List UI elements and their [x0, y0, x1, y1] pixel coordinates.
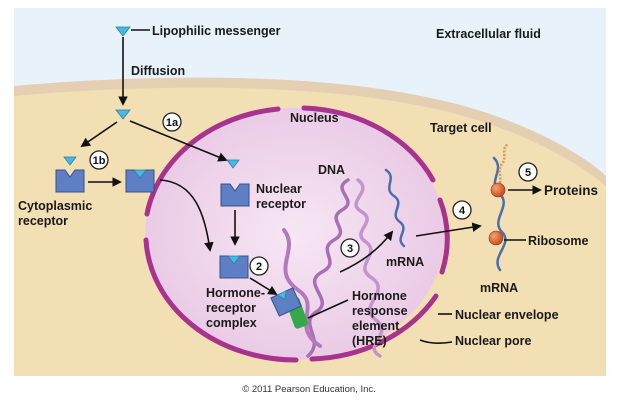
mrna-nucleus-label: mRNA: [386, 255, 424, 269]
arrow-to-complex: [159, 179, 214, 252]
copyright-text: © 2011 Pearson Education, Inc.: [242, 384, 376, 395]
nuclear-pore-label: Nuclear pore: [455, 334, 531, 348]
dna-double-helix: [282, 178, 384, 358]
nuclear-envelope-label: Nuclear envelope: [455, 308, 559, 322]
arrow-to-nuclear: [129, 120, 228, 162]
lipophilic-messenger-icon: [115, 26, 131, 37]
step-4-text: 4: [459, 205, 466, 217]
hre-label-3: element: [352, 319, 400, 333]
hrc-label-1: Hormone-: [206, 286, 265, 300]
bound-messenger-icon: [133, 169, 147, 179]
step-3-badge: [340, 238, 360, 258]
step-5-text: 5: [525, 167, 531, 179]
cytoplasmic-receptor-label-1: Cytoplasmic: [18, 199, 92, 213]
nuclear-pore-pointer-line: [419, 339, 453, 345]
hre-label-1: Hormone: [352, 289, 407, 303]
cytoplasmic-receptor-label-2: receptor: [18, 214, 68, 228]
step-1b-badge: [89, 150, 109, 170]
hrc-label-2: receptor: [206, 301, 256, 315]
hre-pointer-line: [307, 299, 349, 319]
nucleus: [145, 108, 445, 360]
complex-messenger-icon: [227, 255, 241, 265]
arrow-to-cytoplasmic: [80, 121, 118, 148]
mrna-nucleus-strand: [384, 168, 406, 248]
arrow-to-dna-binding: [249, 277, 278, 296]
nuclear-receptor-icon: [220, 183, 250, 207]
arrow-export: [415, 222, 482, 237]
nuclear-envelope: [143, 105, 450, 363]
step-1a-text: 1a: [166, 117, 179, 129]
nuclear-receptor-label-1: Nuclear: [256, 182, 302, 196]
hre-label-2: response: [352, 304, 408, 318]
dna-bound-complex-icon: [270, 287, 302, 317]
nuclear-receptor-label-2: receptor: [256, 197, 306, 211]
proteins-label: Proteins: [544, 183, 598, 198]
mrna-cytoplasm-label: mRNA: [480, 281, 518, 295]
step-1b-text: 1b: [93, 155, 106, 167]
hrc-label-3: complex: [206, 316, 257, 330]
step-2-text: 2: [256, 261, 262, 273]
messenger-free-icon: [63, 156, 77, 166]
target-cell-label: Target cell: [430, 121, 492, 135]
mrna-cytoplasm-strand: [492, 156, 507, 272]
cytoplasmic-receptor-icon: [55, 169, 85, 193]
nuclear-messenger-icon: [226, 159, 240, 169]
diffusion-label: Diffusion: [131, 64, 185, 78]
ribosome-upper-icon: [490, 182, 506, 198]
polypeptide-chain: [496, 143, 509, 187]
step-1a-badge: [162, 112, 182, 132]
step-4-badge: [452, 200, 472, 220]
messenger-in-cell-icon: [115, 109, 131, 120]
dna-label: DNA: [318, 163, 345, 177]
step-5-badge: [518, 162, 538, 182]
ribosome-lower-icon: [488, 230, 504, 246]
ribosome-label: Ribosome: [528, 234, 588, 248]
lipophilic-messenger-label: Lipophilic messenger: [152, 24, 281, 38]
nucleus-label: Nucleus: [290, 111, 339, 125]
step-3-text: 3: [347, 243, 353, 255]
hre-label-4: (HRE): [352, 334, 387, 348]
arrow-transcription: [339, 230, 394, 273]
step-2-badge: [249, 256, 269, 276]
extracellular-fluid-label: Extracellular fluid: [436, 27, 541, 41]
